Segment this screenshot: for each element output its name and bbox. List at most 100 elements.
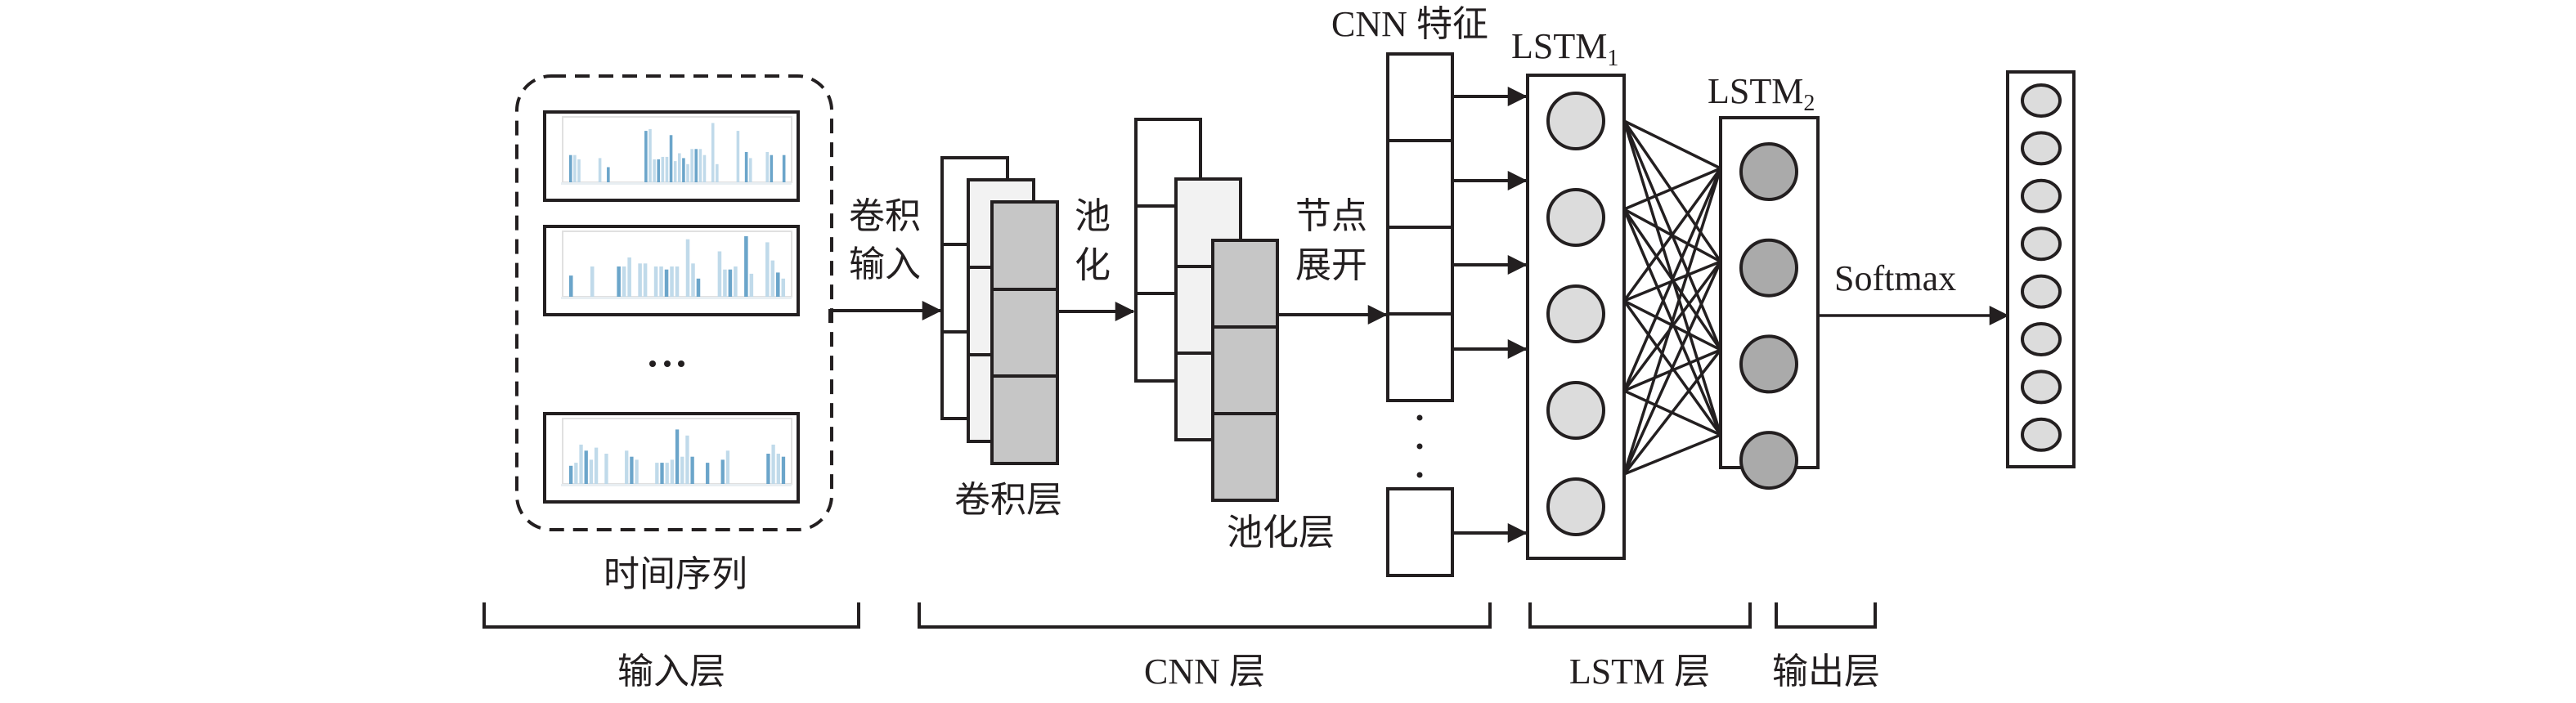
- lstm1-node: [1546, 284, 1605, 343]
- pooling-label-line2: 化: [1075, 245, 1111, 285]
- thumbnail-x-axis: [561, 182, 792, 185]
- pooling-arrow: 池 化: [1057, 196, 1135, 321]
- thumbnail-bar: [644, 131, 648, 182]
- flatten-arrow: 节点 展开: [1278, 196, 1388, 325]
- conv-layer-label: 卷积层: [954, 480, 1062, 520]
- thumbnail-bar: [685, 435, 689, 484]
- lstm1-layer: LSTM1: [1511, 26, 1626, 560]
- lstm1-node: [1546, 477, 1605, 536]
- thumbnail-bar: [690, 149, 693, 182]
- thumbnail-bar: [661, 156, 665, 182]
- thumbnail-bar: [675, 429, 680, 484]
- thumbnail-bar: [673, 161, 677, 182]
- thumbnail-bar: [665, 156, 669, 182]
- lstm1-node: [1546, 188, 1605, 247]
- thumbnail-x-axis: [561, 297, 792, 299]
- output-node: [2021, 83, 2062, 118]
- lstm-connection: [1622, 261, 1722, 475]
- thumbnail-bar: [664, 269, 669, 297]
- section-label-cnn: CNN 层: [1144, 652, 1265, 692]
- thumbnail-bar: [690, 456, 694, 484]
- thumbnail-bar: [744, 152, 748, 182]
- lstm-connection: [1622, 167, 1722, 302]
- thumbnail-bar: [653, 159, 656, 182]
- section-label-output: 输出层: [1772, 652, 1880, 692]
- thumbnail-bar: [584, 450, 588, 484]
- thumbnail-bar: [696, 278, 701, 297]
- thumbnail-bar: [655, 463, 659, 484]
- section-output: 输出层: [1772, 602, 1880, 692]
- thumbnail-bar: [622, 266, 626, 297]
- thumbnail-bar: [589, 459, 594, 484]
- thumbnail-bar: [604, 454, 608, 484]
- softmax-arrow: Softmax: [1818, 258, 2009, 325]
- time-series-caption: 时间序列: [604, 554, 747, 594]
- lstm-connection: [1623, 167, 1721, 211]
- thumbnail-bar: [569, 154, 572, 182]
- thumbnail-bar: [766, 454, 770, 484]
- feature-cell: [1386, 139, 1454, 229]
- thumbnail-bar: [706, 463, 710, 484]
- thumbnail-bar: [781, 456, 786, 484]
- thumbnail-bar: [781, 278, 786, 297]
- conv-input-arrow: 卷积 输入: [828, 196, 942, 323]
- thumbnail-bar: [702, 154, 707, 182]
- softmax-label: Softmax: [1834, 258, 1956, 298]
- thumbnail-bar: [643, 263, 648, 297]
- thumbnail-bar: [657, 159, 661, 182]
- thumbnail-bar: [728, 269, 733, 297]
- thumbnail-bar: [665, 463, 669, 484]
- flatten-label-line1: 节点: [1295, 196, 1367, 236]
- thumbnail-bar: [686, 163, 689, 182]
- thumbnail-bar: [765, 242, 770, 297]
- thumbnail-bar: [573, 154, 577, 182]
- thumbnail-bar: [590, 266, 595, 297]
- thumbnail-bar: [723, 269, 727, 297]
- section-label-input: 输入层: [617, 652, 725, 692]
- feature-cell: [1386, 226, 1454, 316]
- pooling-label-line1: 池: [1075, 196, 1111, 236]
- thumbnail-bar: [594, 447, 599, 484]
- pooling-layer-label: 池化层: [1227, 513, 1335, 553]
- time-series-thumbnail: [543, 412, 800, 504]
- thumbnail-bar: [720, 459, 725, 484]
- thumbnail-bar: [598, 158, 602, 182]
- thumbnail-bar: [617, 266, 621, 297]
- thumbnail-bar: [776, 454, 780, 484]
- thumbnail-bar: [675, 266, 680, 297]
- output-node: [2021, 369, 2062, 405]
- feature-map-front: [990, 200, 1059, 465]
- thumbnail-bar: [691, 263, 695, 297]
- thumbnail-bar: [765, 152, 770, 182]
- thumbnail-bar: [678, 153, 681, 182]
- thumbnail-bar: [725, 450, 730, 484]
- output-node: [2021, 178, 2062, 213]
- thumbnail-bar: [630, 456, 634, 484]
- thumbnail-bar: [625, 450, 629, 484]
- thumbnail-bar: [717, 251, 722, 297]
- thumbnail-bar: [648, 128, 652, 182]
- pooled-map-front: [1211, 239, 1279, 502]
- time-series-thumbnail: [543, 110, 800, 202]
- features-vertical-ellipsis: [1416, 414, 1423, 478]
- thumbnail-bar: [711, 123, 715, 182]
- thumbnail-bar: [574, 463, 578, 484]
- thumbnail-bar: [734, 266, 738, 297]
- output-node: [2021, 322, 2062, 356]
- lstm1-to-lstm2-connections: [1622, 119, 1722, 476]
- thumbnail-bar: [716, 163, 719, 182]
- lstm-connection: [1622, 260, 1722, 392]
- thumbnail-bar: [776, 272, 780, 297]
- thumbnail-bar: [749, 273, 754, 297]
- thumbnail-bar: [748, 158, 752, 182]
- feature-cell: [1386, 312, 1454, 402]
- pooling-layer-stack: 池化层: [1134, 118, 1335, 553]
- time-series-thumbnail: [543, 225, 800, 316]
- input-dashed-frame: [515, 74, 833, 531]
- flatten-label-line2: 展开: [1295, 245, 1367, 285]
- thumbnail-bar: [744, 236, 748, 297]
- thumbnail-bar: [669, 135, 673, 182]
- lstm2-node: [1739, 238, 1798, 298]
- section-input: 输入层: [482, 602, 860, 692]
